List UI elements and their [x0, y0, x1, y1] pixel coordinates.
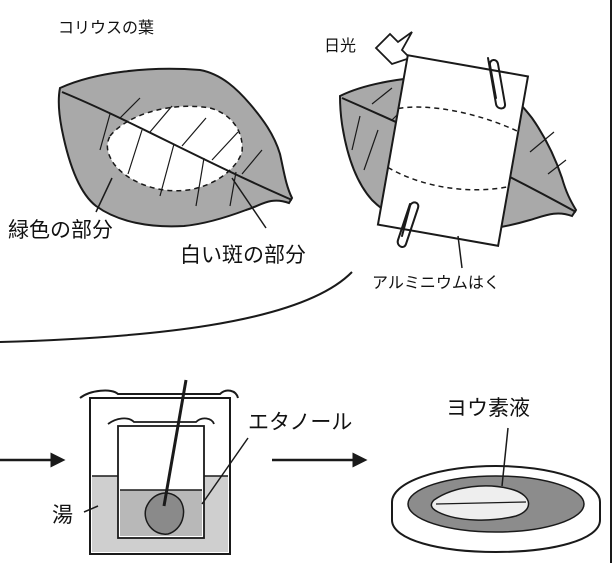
separator-curve — [0, 271, 353, 343]
sunlight-label: 日光 — [324, 36, 357, 55]
aluminum-foil-sheet — [376, 54, 530, 247]
coleus-leaf-label: コリウスの葉 — [58, 18, 155, 37]
ethanol-beaker — [107, 379, 215, 539]
white-spot-part-label: 白い斑の部分 — [180, 243, 306, 267]
paper-clip-bottom-icon — [396, 201, 420, 248]
aluminum-foil-label: アルミニウムはく — [372, 273, 500, 292]
tweezers — [162, 379, 188, 507]
paper-clip-top-icon — [487, 57, 507, 110]
iodine-petri-dish — [391, 465, 601, 554]
coleus-leaf — [57, 67, 294, 228]
ethanol-pointer — [201, 437, 249, 505]
aluminum-foil-pointer — [457, 235, 463, 269]
green-part-label: 緑色の部分 — [8, 218, 113, 242]
leaf-midrib — [61, 91, 293, 201]
ethanol-label: エタノール — [248, 410, 353, 434]
covered-leaf — [338, 54, 578, 248]
white-spot-pointer — [231, 177, 267, 229]
hot-water-pointer — [83, 505, 99, 513]
iodine-solution-label: ヨウ素液 — [446, 396, 530, 420]
hot-water-label: 湯 — [52, 503, 73, 527]
soaking-leaf — [144, 492, 185, 535]
green-part-pointer — [95, 177, 113, 213]
iodine-pointer — [501, 427, 509, 487]
sunlight-arrow-icon — [374, 31, 413, 66]
